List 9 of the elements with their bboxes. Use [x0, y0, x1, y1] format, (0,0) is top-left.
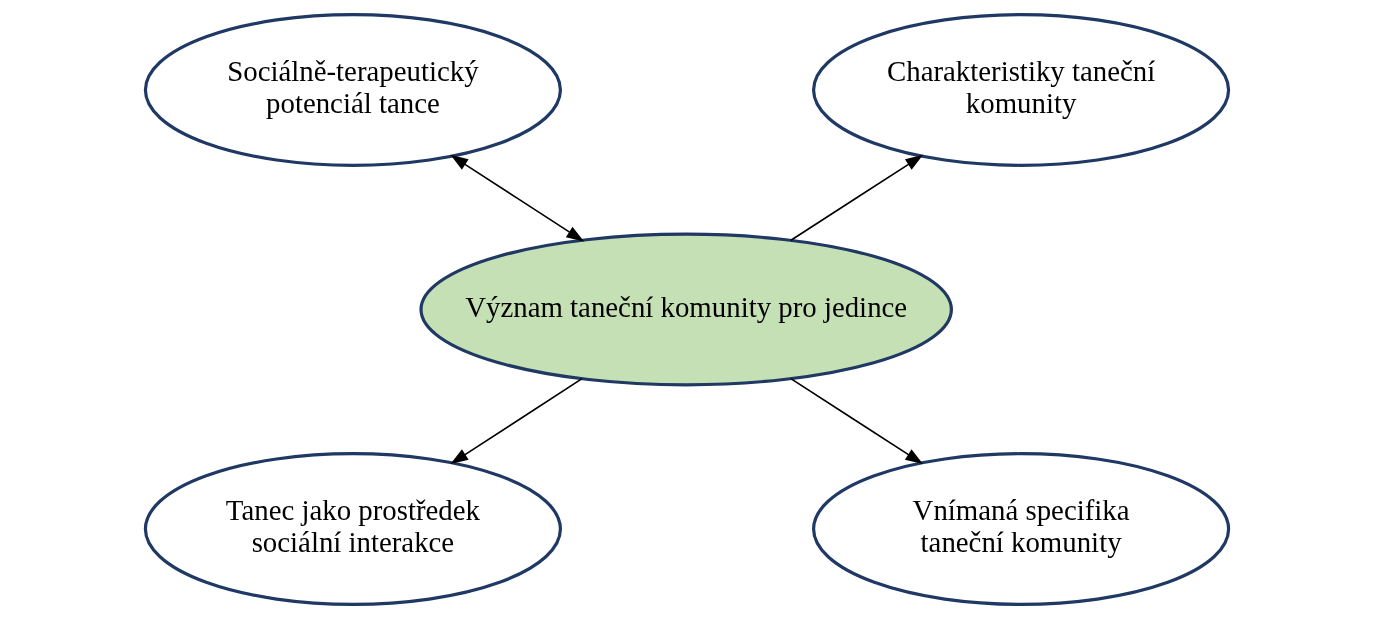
arrow — [789, 154, 923, 242]
node-ellipse: Charakteristiky taneční komunity — [811, 13, 1230, 167]
arrow — [450, 378, 582, 465]
node-ellipse: Tanec jako prostředek sociální interakce — [143, 452, 562, 606]
node-ellipse: Význam taneční komunity pro jedince — [418, 232, 953, 387]
arrow — [789, 378, 923, 465]
node-ellipse: Sociálně-terapeutický potenciál tance — [143, 13, 562, 167]
arrow — [449, 154, 584, 242]
node-ellipse: Vnímaná specifika taneční komunity — [811, 452, 1230, 606]
